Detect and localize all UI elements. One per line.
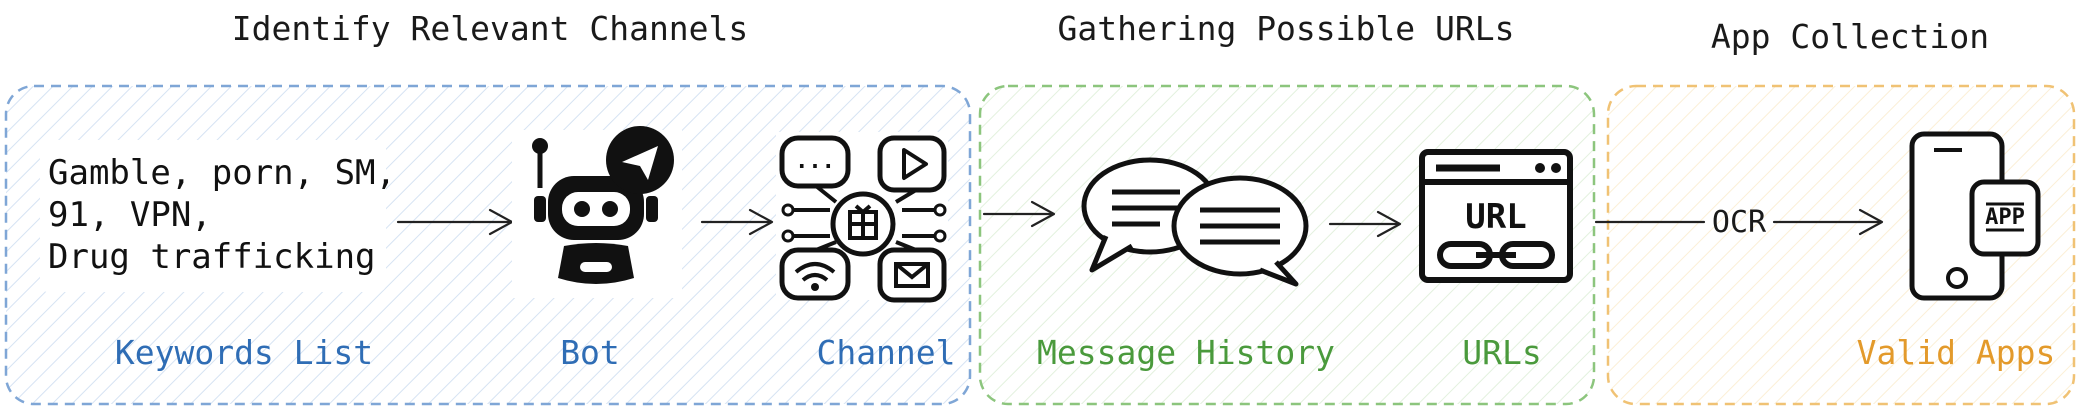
arrow-channel-to-messages xyxy=(982,200,1056,228)
keyword-line-3: Drug trafficking xyxy=(48,237,376,277)
caption-valid-apps: Valid Apps xyxy=(1857,333,2056,372)
caption-bot: Bot xyxy=(560,333,620,372)
app-icon-text: APP xyxy=(1985,205,2025,230)
url-icon-text: URL xyxy=(1465,197,1526,237)
ocr-label: OCR xyxy=(1712,205,1767,240)
keyword-line-2: 91, VPN, xyxy=(48,195,212,235)
arrow-messages-to-urls xyxy=(1328,210,1402,238)
caption-channel: Channel xyxy=(816,333,955,372)
channel-dots: ... xyxy=(795,149,835,174)
stage-title-gather: Gathering Possible URLs xyxy=(1058,9,1515,48)
arrow-bot-to-channel xyxy=(700,208,774,236)
robot-icon xyxy=(512,126,682,298)
keyword-line-1: Gamble, porn, SM, xyxy=(48,153,396,193)
channel-icon: ... xyxy=(776,132,948,303)
caption-urls: URLs xyxy=(1462,333,1541,372)
caption-keywords-list: Keywords List xyxy=(115,333,373,372)
url-browser-icon: URL xyxy=(1419,149,1573,283)
stage-title-collect: App Collection xyxy=(1711,17,1989,56)
caption-message-history: Message History xyxy=(1037,333,1335,372)
stage-title-identify: Identify Relevant Channels xyxy=(232,9,749,48)
keywords-box: Gamble, porn, SM, 91, VPN, Drug traffick… xyxy=(40,140,396,292)
phone-app-icon: APP xyxy=(1909,131,2041,301)
arrow-urls-to-apps xyxy=(1594,208,1884,236)
message-history-icon xyxy=(1081,157,1309,287)
